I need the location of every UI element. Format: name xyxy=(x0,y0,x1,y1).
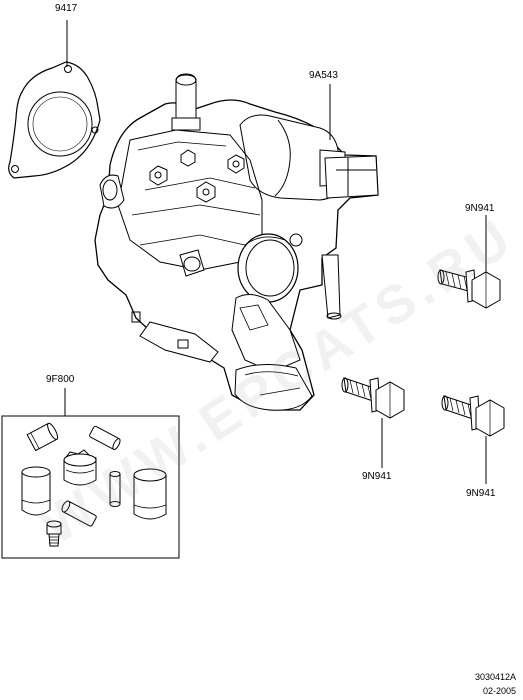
illustration-date: 02-2005 xyxy=(483,686,517,696)
label-kit-9f800: 9F800 xyxy=(46,374,75,385)
bolt-9n941-mid[interactable] xyxy=(341,377,405,419)
illustration-code: 3030412A xyxy=(475,672,517,682)
fuel-pump-9a543[interactable] xyxy=(94,73,379,411)
label-pump-9a543: 9A543 xyxy=(309,70,338,81)
label-gasket-9417: 9417 xyxy=(55,3,78,14)
bolt-9n941-top[interactable] xyxy=(437,269,501,309)
body-bolt xyxy=(180,149,196,167)
kit-9f800-parts xyxy=(21,422,167,547)
body-bolt xyxy=(196,181,216,203)
kit-9f800-box[interactable] xyxy=(1,415,180,559)
label-bolt-9n941-mid: 9N941 xyxy=(362,471,392,482)
label-bolt-9n941-right: 9N941 xyxy=(466,488,496,499)
body-bolt xyxy=(149,165,168,186)
gasket-9417[interactable] xyxy=(8,61,101,179)
body-bolt xyxy=(227,154,245,174)
label-bolt-9n941-top: 9N941 xyxy=(465,203,495,214)
bolt-9n941-right[interactable] xyxy=(441,395,505,437)
